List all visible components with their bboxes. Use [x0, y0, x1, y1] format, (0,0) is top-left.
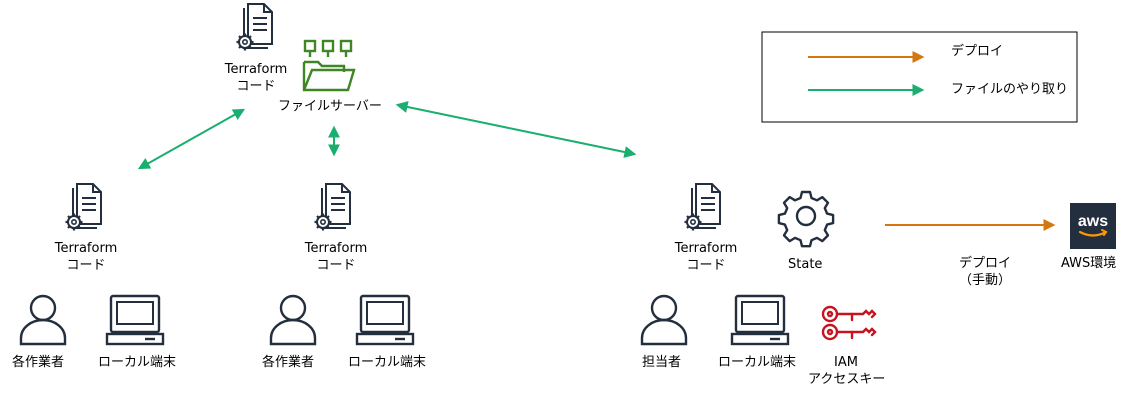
- mid-person-icon: [269, 294, 317, 346]
- left-code-label: Terraform コード: [48, 240, 124, 274]
- state-gear-icon: [777, 190, 835, 248]
- legend-file-exchange-label: ファイルのやり取り: [951, 82, 1069, 97]
- legend-deploy-label: デプロイ: [951, 44, 1004, 59]
- aws-logo-icon: aws: [1070, 203, 1116, 249]
- mid-code-label: Terraform コード: [298, 240, 374, 274]
- deploy-line1: デプロイ: [958, 256, 1011, 271]
- left-user-label: 各作業者: [12, 355, 65, 370]
- left-terminal-icon: [105, 294, 165, 346]
- left-pc-label: ローカル端末: [98, 355, 177, 370]
- server-code-line1: Terraform: [224, 62, 288, 77]
- right-code-line2: コード: [686, 258, 726, 273]
- deploy-label: デプロイ （手動）: [950, 255, 1020, 289]
- right-user-label: 担当者: [642, 355, 682, 370]
- right-terminal-icon: [730, 294, 790, 346]
- arrow-right-to-server: [395, 101, 637, 158]
- mid-terminal-icon: [355, 294, 415, 346]
- deploy-line2: （手動）: [958, 273, 1011, 288]
- mid-pc-label: ローカル端末: [348, 355, 427, 370]
- server-code-line2: コード: [236, 79, 276, 94]
- iam-key-line1: IAM: [834, 355, 858, 370]
- mid-code-line1: Terraform: [304, 241, 368, 256]
- legend-box: [761, 31, 1078, 123]
- right-code-label: Terraform コード: [668, 240, 744, 274]
- right-code-line1: Terraform: [674, 241, 738, 256]
- arrow-left-to-server: [137, 108, 246, 170]
- right-pc-label: ローカル端末: [718, 355, 797, 370]
- left-code-line2: コード: [66, 258, 106, 273]
- iam-key-icon: [821, 305, 877, 341]
- folder-icon: [302, 39, 356, 92]
- aws-logo-text: aws: [1078, 213, 1108, 230]
- left-code-line1: Terraform: [54, 241, 118, 256]
- right-document-gear-icon: [683, 182, 722, 232]
- server-document-gear-icon: [235, 2, 274, 52]
- iam-key-label: IAM アクセスキー: [808, 354, 886, 388]
- iam-key-line2: アクセスキー: [808, 372, 886, 387]
- right-person-icon: [640, 294, 688, 346]
- aws-env-label: AWS環境: [1061, 256, 1117, 271]
- left-document-gear-icon: [64, 182, 103, 232]
- server-name-label: ファイルサーバー: [278, 99, 382, 114]
- server-code-label: Terraform コード: [218, 61, 294, 95]
- state-label: State: [788, 257, 823, 272]
- mid-code-line2: コード: [316, 258, 356, 273]
- left-person-icon: [19, 294, 67, 346]
- mid-user-label: 各作業者: [262, 355, 315, 370]
- mid-document-gear-icon: [313, 182, 352, 232]
